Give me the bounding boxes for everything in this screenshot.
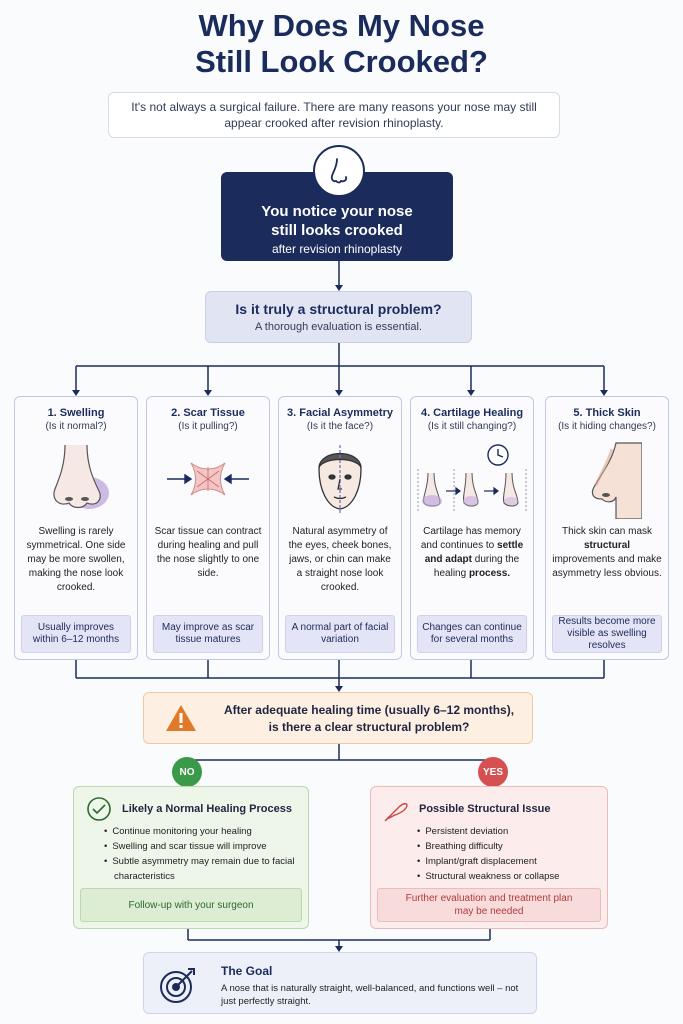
notice-line-3: after revision rhinoplasty: [271, 242, 403, 256]
card-title: 5. Thick Skin: [573, 407, 641, 419]
after-healing-text: After adequate healing time (usually 6–1…: [214, 702, 524, 736]
card-note: A normal part of facial variation: [285, 615, 395, 653]
card-title: 2. Scar Tissue: [171, 407, 245, 419]
profile-nose-icon: [546, 433, 668, 525]
list-item: Structural weakness or collapse: [425, 869, 559, 884]
intro-text: It's not always a surgical failure. Ther…: [108, 92, 560, 138]
cause-card-cartilage-healing: 4. Cartilage Healing (Is it still changi…: [410, 396, 534, 660]
desc-emphasis: settle and adapt: [424, 540, 524, 565]
card-note: May improve as scar tissue matures: [153, 615, 263, 653]
card-title: 4. Cartilage Healing: [420, 407, 524, 419]
list-item: Persistent deviation: [425, 824, 559, 839]
structural-issue-list: Persistent deviation Breathing difficult…: [425, 824, 559, 884]
desc-part: Thick skin can mask: [561, 526, 653, 537]
list-item: Continue monitoring your healing: [112, 824, 300, 839]
cause-card-swelling: 1. Swelling (Is it normal?) Swelling is …: [14, 396, 138, 660]
goal-description: A nose that is naturally straight, well-…: [221, 983, 519, 1007]
follow-up-note: Follow-up with your surgeon: [80, 888, 302, 922]
list-item: Swelling and scar tissue will improve: [112, 839, 300, 854]
normal-healing-box: Likely a Normal Healing Process Continue…: [73, 786, 309, 929]
card-subtitle: (Is it pulling?): [178, 421, 238, 432]
notice-line-1: You notice your nose: [261, 203, 413, 220]
title-line-2: Still Look Crooked?: [195, 44, 488, 79]
notice-line-2: still looks crooked: [271, 222, 403, 239]
structural-question-box: Is it truly a structural problem? A thor…: [205, 291, 472, 343]
yes-badge: YES: [478, 757, 508, 787]
warning-icon: [164, 703, 198, 738]
no-badge: NO: [172, 757, 202, 787]
scalpel-icon: [383, 797, 411, 828]
normal-healing-list: Continue monitoring your healing Swellin…: [112, 824, 300, 884]
question-title: Is it truly a structural problem?: [235, 301, 442, 317]
card-note: Results become more visible as swelling …: [552, 615, 662, 653]
list-item: Subtle asymmetry may remain due to facia…: [112, 854, 300, 884]
card-description: Thick skin can mask structural improveme…: [546, 525, 668, 629]
page-title: Why Does My Nose Still Look Crooked?: [0, 8, 683, 80]
structural-issue-title: Possible Structural Issue: [419, 803, 551, 815]
structural-issue-box: Possible Structural Issue Persistent dev…: [370, 786, 608, 929]
card-title: 3. Facial Asymmetry: [287, 407, 393, 419]
card-description: Scar tissue can contract during healing …: [154, 526, 262, 579]
cause-card-thick-skin: 5. Thick Skin (Is it hiding changes?) Th…: [545, 396, 669, 660]
card-subtitle: (Is it hiding changes?): [558, 421, 656, 432]
desc-part: Cartilage has memory and continues to: [420, 526, 521, 551]
cartilage-clock-icon: [411, 433, 533, 525]
swollen-nose-icon: [15, 433, 137, 525]
card-note: Changes can continue for several months: [417, 615, 527, 653]
further-evaluation-note: Further evaluation and treatment plan ma…: [377, 888, 601, 922]
question-subtitle: A thorough evaluation is essential.: [255, 321, 422, 333]
card-subtitle: (Is it normal?): [45, 421, 107, 432]
card-subtitle: (Is it still changing?): [427, 421, 517, 432]
desc-part: improvements and make asymmetry less obv…: [552, 554, 662, 579]
after-line-2: is there a clear structural problem?: [268, 720, 470, 734]
cause-card-scar-tissue: 2. Scar Tissue (Is it pulling?) Scar tis…: [146, 396, 270, 660]
card-title: 1. Swelling: [47, 407, 105, 419]
list-item: Breathing difficulty: [425, 839, 559, 854]
desc-part: during the healing: [433, 554, 520, 579]
after-line-1: After adequate healing time (usually 6–1…: [223, 703, 515, 717]
card-note: Usually improves within 6–12 months: [21, 615, 131, 653]
card-description: Natural asymmetry of the eyes, cheek bon…: [288, 526, 392, 593]
goal-box: The Goal A nose that is naturally straig…: [143, 952, 537, 1014]
face-icon: [279, 433, 401, 525]
normal-healing-title: Likely a Normal Healing Process: [122, 803, 292, 815]
card-description: Swelling is rarely symmetrical. One side…: [26, 526, 126, 593]
desc-emphasis: process.: [468, 568, 511, 579]
desc-emphasis: structural: [583, 540, 631, 551]
nose-icon: [313, 145, 365, 197]
check-circle-icon: [86, 796, 112, 827]
card-subtitle: (Is it the face?): [306, 421, 374, 432]
target-icon: [158, 965, 198, 1010]
list-item: Implant/graft displacement: [425, 854, 559, 869]
after-healing-question: After adequate healing time (usually 6–1…: [143, 692, 533, 744]
scar-tissue-icon: [147, 433, 269, 525]
cause-card-facial-asymmetry: 3. Facial Asymmetry (Is it the face?) Na…: [278, 396, 402, 660]
card-description: Cartilage has memory and continues to se…: [411, 525, 533, 629]
title-line-1: Why Does My Nose: [198, 8, 485, 43]
goal-title: The Goal: [221, 964, 273, 978]
